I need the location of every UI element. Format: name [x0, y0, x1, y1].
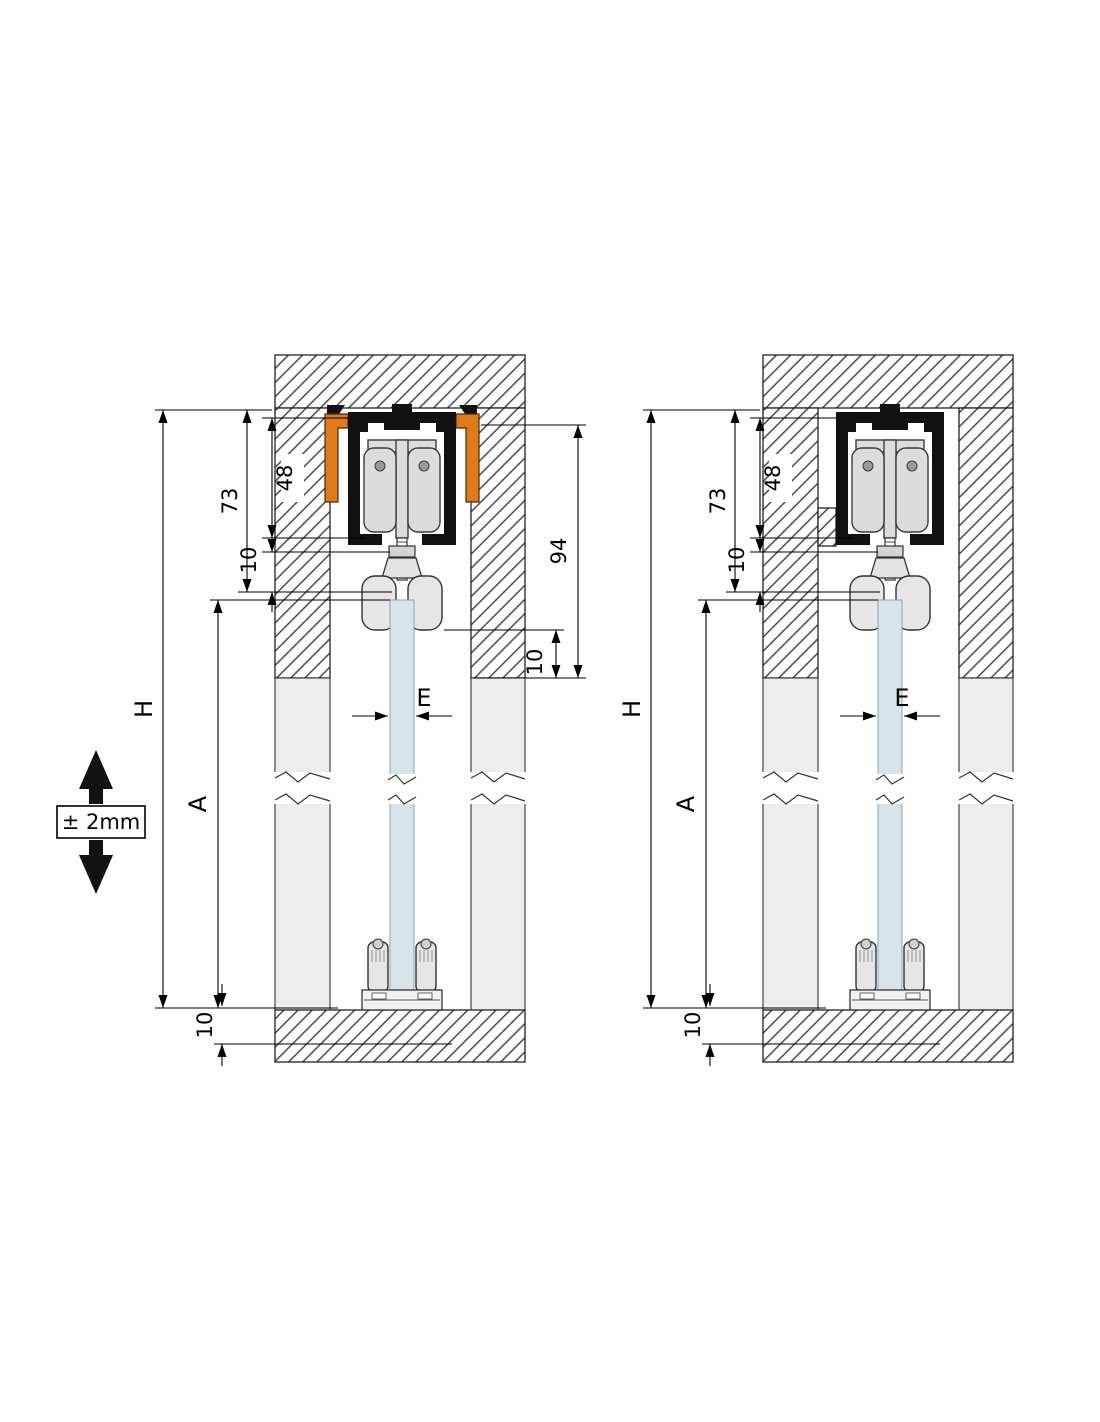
dim-label-10-clamp: 10: [523, 649, 547, 676]
height-adjustment-indicator: ± 2mm: [56, 750, 146, 894]
dim-label-E: E: [416, 684, 431, 712]
right-track-assembly: [835, 403, 945, 1011]
clip-right: [455, 413, 480, 503]
dim-label-73: 73: [706, 488, 730, 515]
dim-label-10-track: 10: [237, 547, 261, 574]
left-section: H A 73 48 10 94 10 E 10: [130, 354, 586, 1066]
clip-screw-left: [327, 405, 345, 414]
adjustment-label-box: [56, 805, 146, 839]
label-backing: [769, 454, 792, 502]
dim-label-10-track: 10: [725, 547, 749, 574]
arrow-down-icon: [79, 840, 113, 894]
left-track-assembly: [347, 403, 457, 1011]
left-extra-dimensions: [444, 424, 586, 679]
dim-label-10-floor: 10: [681, 1012, 705, 1039]
dim-label-48: 48: [761, 465, 785, 492]
dim-label-94: 94: [547, 538, 571, 565]
dim-label-E: E: [894, 684, 909, 712]
dim-label-A: A: [184, 795, 212, 812]
dim-label-10-floor: 10: [193, 1012, 217, 1039]
right-section: H A 73 48 10 E 10: [618, 354, 1015, 1066]
clip-screw-right: [459, 405, 477, 414]
dim-label-H: H: [130, 700, 158, 718]
dim-label-A: A: [672, 795, 700, 812]
wall-packer-step: [817, 507, 837, 547]
dim-label-48: 48: [273, 465, 297, 492]
dim-label-H: H: [618, 700, 646, 718]
adjustment-label: ± 2mm: [62, 810, 141, 834]
dim-label-73: 73: [218, 488, 242, 515]
label-backing: [281, 454, 304, 502]
clip-left: [324, 413, 349, 503]
arrow-up-icon: [79, 750, 113, 804]
